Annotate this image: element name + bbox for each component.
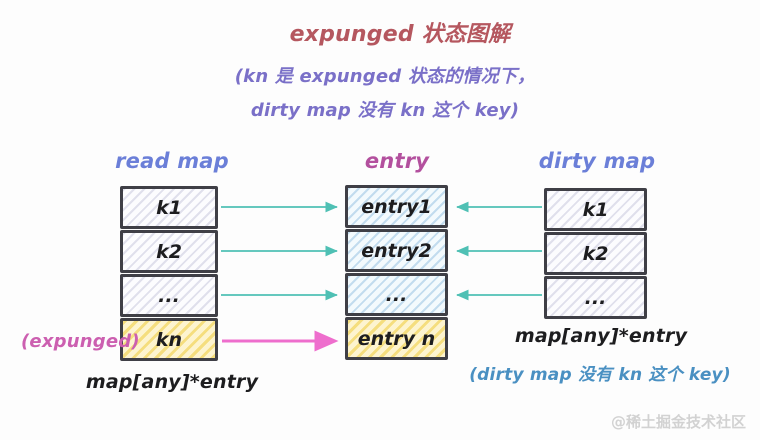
dirty-map-table: k1 k2 ... bbox=[544, 188, 647, 320]
readmap-to-entry-arrows bbox=[221, 201, 339, 352]
entry-row-dots: ... bbox=[345, 273, 448, 316]
diagram-title: expunged 状态图解 bbox=[289, 22, 511, 47]
dirty-map-type-label: map[any]*entry bbox=[514, 325, 688, 347]
dirtymap-to-entry-arrows bbox=[456, 201, 542, 301]
watermark: @稀土掘金技术社区 bbox=[610, 413, 746, 431]
read-map-row-dots: ... bbox=[120, 274, 218, 317]
entry-row-1: entry1 bbox=[345, 185, 448, 228]
dirty-map-header: dirty map bbox=[538, 149, 656, 173]
subtitle-line-2: dirty map 没有 kn 这个 key) bbox=[250, 100, 520, 121]
dirty-map-row-k1: k1 bbox=[544, 188, 647, 231]
dirty-map-row-dots: ... bbox=[544, 276, 647, 319]
entry-header: entry bbox=[364, 149, 430, 173]
expunged-label: (expunged) bbox=[21, 331, 140, 352]
read-map-row-k2: k2 bbox=[120, 230, 218, 273]
subtitle-line-1: (kn 是 expunged 状态的情况下， bbox=[234, 66, 536, 87]
read-map-header: read map bbox=[115, 149, 229, 173]
dirty-map-note: (dirty map 没有 kn 这个 key) bbox=[469, 365, 731, 385]
entry-row-n: entry n bbox=[345, 317, 448, 360]
dirty-map-row-k2: k2 bbox=[544, 232, 647, 275]
entry-row-2: entry2 bbox=[345, 229, 448, 272]
read-map-row-kn: kn bbox=[120, 318, 218, 361]
read-map-row-k1: k1 bbox=[120, 186, 218, 229]
read-map-type-label: map[any]*entry bbox=[85, 371, 259, 393]
read-map-table: k1 k2 ... kn bbox=[120, 186, 218, 362]
entry-table: entry1 entry2 ... entry n bbox=[345, 185, 448, 361]
